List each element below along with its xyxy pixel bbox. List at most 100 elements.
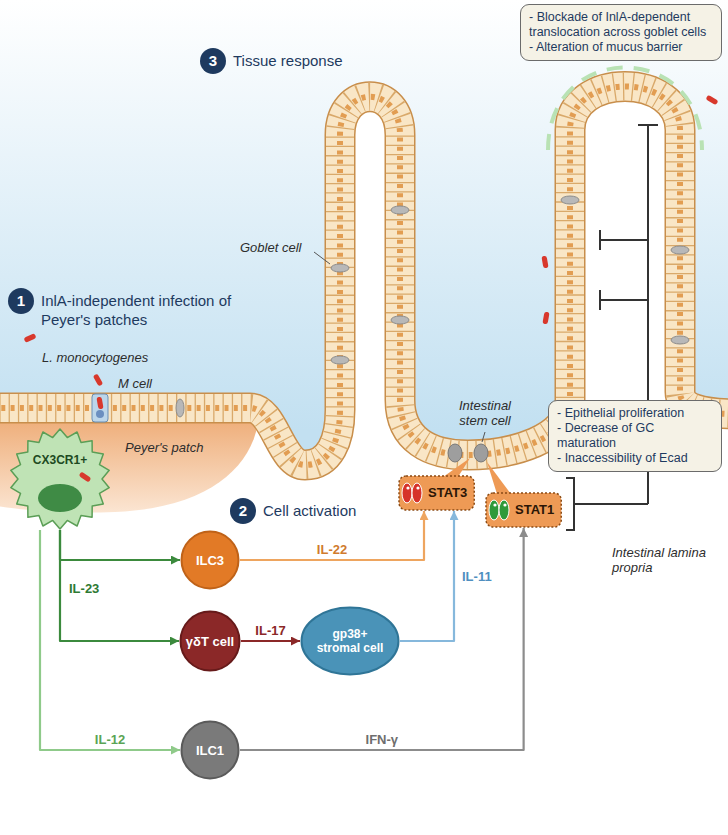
stat3-complex: STAT3 bbox=[398, 475, 475, 511]
cell-body bbox=[302, 608, 399, 675]
bullet-text: - Alteration of mucus barrier bbox=[529, 40, 713, 55]
goblet-cell bbox=[391, 316, 409, 324]
bacterium bbox=[706, 95, 719, 106]
callout-tail bbox=[487, 462, 511, 494]
step-callout: 2 Cell activation bbox=[230, 498, 400, 524]
stat-protein bbox=[412, 483, 422, 503]
cell-body bbox=[182, 722, 239, 779]
signal-arrow bbox=[60, 530, 179, 641]
bullet-text: - Decrease of GC maturation bbox=[557, 421, 713, 451]
cell-name: gp38+ stromal cell bbox=[314, 627, 386, 655]
stat-protein bbox=[499, 500, 509, 520]
bullet-text: - Inaccessibility of Ecad bbox=[557, 451, 713, 466]
stat-molecule bbox=[402, 483, 412, 503]
goblet-cells bbox=[176, 196, 689, 417]
cell-nuclei bbox=[0, 87, 728, 466]
annotation: Peyer's patch bbox=[125, 440, 203, 455]
signal-arrow bbox=[60, 530, 180, 560]
cell-name: STAT3 bbox=[428, 485, 467, 501]
stat-molecule bbox=[499, 500, 509, 520]
signal-label: IL-17 bbox=[253, 623, 287, 638]
step-heading: Tissue response bbox=[233, 48, 370, 70]
bacterium bbox=[542, 312, 549, 325]
inhibition-line bbox=[600, 230, 648, 250]
bacterium bbox=[541, 256, 548, 269]
mucus-layer bbox=[548, 68, 702, 151]
cell-body bbox=[181, 612, 240, 671]
annotation: Intestinal lamina propria bbox=[612, 545, 720, 575]
stromal-cell: gp38+ stromal cell bbox=[300, 606, 400, 676]
cell-name: STAT1 bbox=[515, 502, 554, 518]
annotation: Intestinal stem cell bbox=[447, 398, 523, 428]
myeloid-cell-shape bbox=[5, 428, 115, 530]
cell-name: γδT cell bbox=[186, 634, 234, 649]
signal-label: IFN-γ bbox=[364, 732, 401, 747]
bacterium bbox=[23, 333, 36, 343]
cell-body bbox=[11, 429, 109, 529]
outcome-box: - Epithelial proliferation- Decrease of … bbox=[548, 400, 722, 472]
step-number: 3 bbox=[200, 48, 226, 74]
goblet-cell bbox=[176, 399, 184, 417]
stem-cells bbox=[448, 444, 488, 462]
bacteria bbox=[23, 95, 718, 410]
step-heading: InlA-independent infection of Peyer's pa… bbox=[41, 288, 260, 329]
ilc1-cell: ILC1 bbox=[180, 720, 240, 780]
stat-molecule bbox=[489, 500, 499, 520]
step-callout: 1 InlA-independent infection of Peyer's p… bbox=[8, 288, 260, 329]
cell-nucleus bbox=[38, 484, 82, 512]
stat-eye bbox=[406, 486, 409, 489]
stat-protein bbox=[489, 500, 499, 520]
myeloid-cell: CX3CR1+ bbox=[5, 428, 115, 530]
leader-line bbox=[314, 252, 330, 264]
stem-cell bbox=[474, 444, 488, 462]
goblet-cell bbox=[331, 264, 349, 272]
goblet-cell bbox=[391, 206, 409, 214]
epithelium-cells bbox=[0, 87, 728, 466]
cell-name: CX3CR1+ bbox=[5, 453, 115, 468]
step-callout: 3 Tissue response bbox=[200, 48, 370, 74]
bracket bbox=[566, 478, 648, 530]
cell-body bbox=[182, 532, 239, 589]
stat-box bbox=[399, 476, 474, 510]
annotation: M cell bbox=[118, 376, 152, 391]
bacterium bbox=[79, 471, 92, 482]
signal-arrow bbox=[241, 640, 300, 642]
cell-name: ILC3 bbox=[196, 553, 224, 568]
stat-eye bbox=[416, 486, 419, 489]
stat1-complex: STAT1 bbox=[485, 492, 562, 528]
gamma-delta-t-cell: γδT cell bbox=[179, 610, 241, 672]
goblet-cell bbox=[671, 246, 689, 254]
cell-name: ILC1 bbox=[196, 743, 224, 758]
inhibition-line bbox=[600, 290, 648, 310]
m-cell bbox=[92, 394, 108, 422]
outcome-box: - Blockade of InlA-dependent translocati… bbox=[520, 4, 722, 61]
annotation: L. monocytogenes bbox=[42, 350, 148, 365]
signal-label: IL-23 bbox=[67, 581, 101, 596]
step-number: 1 bbox=[8, 288, 34, 314]
intestinal-lumen bbox=[0, 0, 728, 465]
goblet-cell bbox=[331, 356, 349, 364]
signal-arrow bbox=[40, 530, 180, 750]
leader-line bbox=[482, 432, 485, 442]
signal-arrow bbox=[240, 528, 524, 750]
stat-molecule bbox=[412, 483, 422, 503]
bullet-text: - Epithelial proliferation bbox=[557, 406, 713, 421]
step-number: 2 bbox=[230, 498, 256, 524]
signal-label: IL-12 bbox=[93, 732, 127, 747]
bacterium bbox=[96, 397, 103, 410]
bacterium bbox=[93, 374, 104, 387]
signal-label: IL-11 bbox=[460, 569, 494, 584]
stem-cell bbox=[448, 444, 462, 462]
signal-label: IL-22 bbox=[315, 542, 349, 557]
callout-tail bbox=[443, 458, 470, 477]
step-heading: Cell activation bbox=[263, 498, 400, 520]
stat-protein bbox=[402, 483, 412, 503]
epithelium bbox=[0, 87, 728, 466]
goblet-cell bbox=[561, 196, 579, 204]
stat-box bbox=[486, 493, 561, 527]
signal-arrow bbox=[400, 511, 454, 641]
m-cell-body bbox=[92, 394, 108, 422]
epithelium-outline bbox=[0, 87, 728, 466]
stat-eye bbox=[503, 503, 506, 506]
